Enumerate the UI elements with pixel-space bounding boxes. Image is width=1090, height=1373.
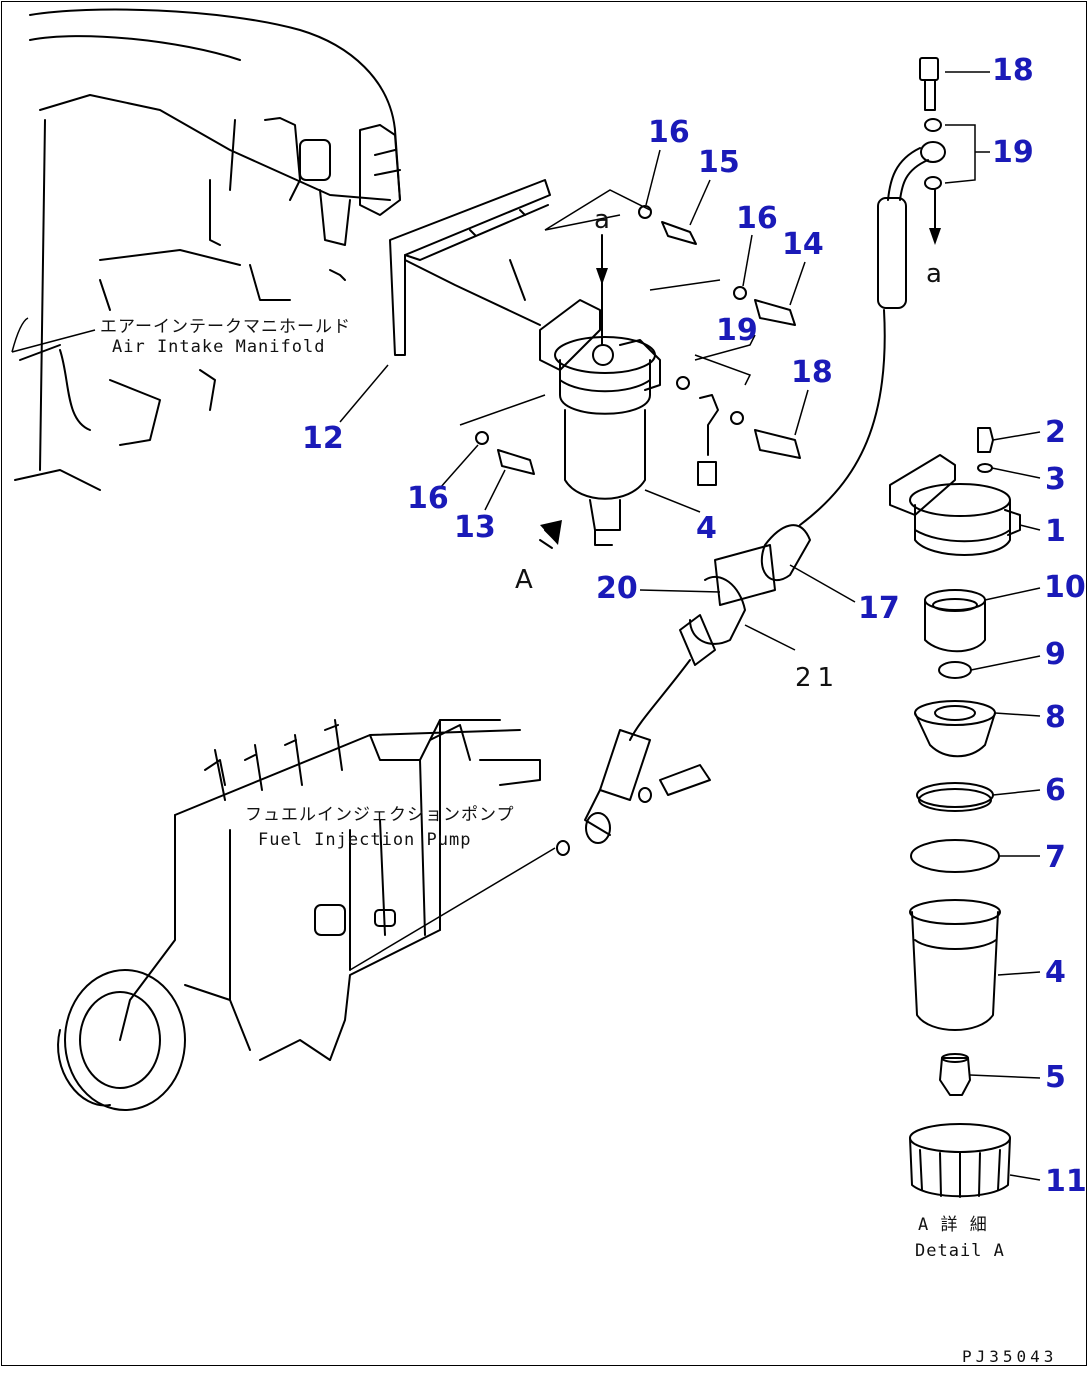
callout-7: 7: [1045, 840, 1066, 875]
arrow-a-label-right: a: [926, 259, 942, 289]
callout-4-detail: 4: [1045, 955, 1066, 990]
view-a-label: A: [515, 565, 533, 595]
callout-19-top: 19: [992, 135, 1034, 170]
leader-lines: [339, 71, 1041, 1181]
fuel-pump-label: フュエルインジェクションポンプ Fuel Injection Pump: [245, 805, 515, 850]
callout-4-center: 4: [696, 511, 717, 546]
callout-18-mid: 18: [791, 355, 833, 390]
callout-3: 3: [1045, 462, 1066, 497]
drawing-code: PJ35043: [962, 1347, 1057, 1366]
air-intake-en-text: Air Intake Manifold: [112, 337, 325, 357]
fasteners-drawing: [459, 205, 801, 486]
callout-12: 12: [302, 421, 344, 456]
callout-17: 17: [858, 591, 900, 626]
callout-13: 13: [454, 510, 496, 545]
fuel-filter-assembly-drawing: [539, 234, 661, 549]
callout-9: 9: [1045, 637, 1066, 672]
detail-a-stack-drawing: [889, 427, 1021, 1198]
detail-a-jp-text: A 詳 細: [918, 1215, 988, 1235]
detail-a-caption: A 詳 細 Detail A: [915, 1215, 1005, 1261]
callout-5: 5: [1045, 1060, 1066, 1095]
fuel-pump-jp-text: フュエルインジェクションポンプ: [245, 805, 515, 825]
bracket-12-drawing: [389, 179, 651, 356]
callout-8: 8: [1045, 700, 1066, 735]
arrow-a-label-top: a: [594, 205, 610, 235]
callout-16-mid: 16: [736, 201, 778, 236]
fuel-injection-pump-drawing: [57, 719, 556, 1111]
callout-18-top: 18: [992, 53, 1034, 88]
callout-2: 2: [1045, 415, 1066, 450]
air-intake-jp-text: エアーインテークマニホールド: [100, 317, 351, 337]
callout-16-top: 16: [648, 115, 690, 150]
fuel-pump-en-text: Fuel Injection Pump: [258, 830, 471, 850]
callout-6: 6: [1045, 773, 1066, 808]
air-intake-label: エアーインテークマニホールド Air Intake Manifold: [11, 317, 351, 357]
callout-15: 15: [698, 145, 740, 180]
air-intake-manifold-drawing: [14, 8, 401, 491]
detail-a-en-text: Detail A: [915, 1241, 1005, 1261]
callout-20: 20: [596, 571, 638, 606]
hose-and-clamps-drawing: [556, 524, 811, 856]
callout-16-low: 16: [407, 481, 449, 516]
callout-11: 11: [1045, 1164, 1087, 1199]
callout-14: 14: [782, 227, 824, 262]
callout-10: 10: [1044, 570, 1086, 605]
callout-21: 21: [795, 663, 840, 693]
callouts: 18 19 16 15 16 14 19 18 12 16 13 4 20 17…: [302, 53, 1087, 1199]
top-right-pipe-drawing: [799, 57, 946, 526]
callout-1: 1: [1045, 514, 1066, 549]
callout-19-mid: 19: [716, 313, 758, 348]
